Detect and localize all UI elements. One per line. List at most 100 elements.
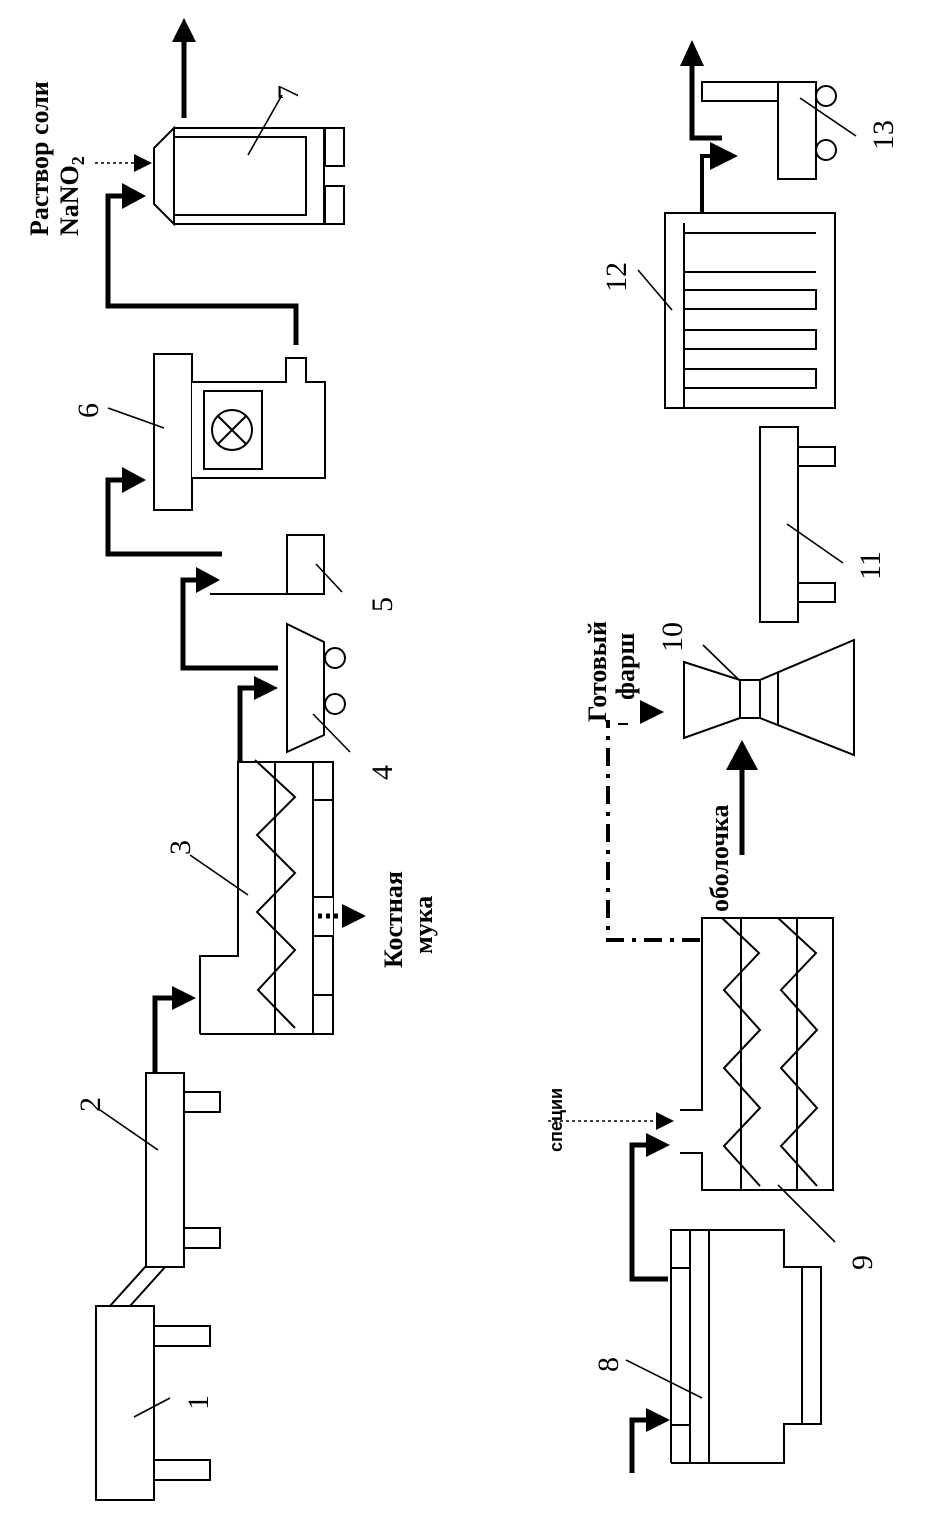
equipment-10-neck (739, 679, 761, 719)
wheel (815, 139, 837, 161)
equipment-label-4: 4 (366, 765, 399, 780)
flow-arrow-12-13 (700, 154, 712, 213)
arrow-head (656, 1112, 674, 1130)
equipment-7-inner (173, 136, 307, 216)
arrow-head (640, 700, 664, 724)
equipment-7: 7 (153, 85, 345, 227)
equipment-12-shelf (683, 329, 817, 350)
leader-line (189, 854, 249, 896)
input-flow-8 (629, 1417, 648, 1473)
arrow-head (122, 467, 146, 493)
flow-arrow-3-4 (237, 685, 258, 762)
equipment-13-body (777, 81, 817, 180)
flow-arrow-2-3 (152, 995, 176, 1073)
chute-line (109, 1265, 147, 1307)
equipment-8-body (670, 1229, 822, 1464)
leader-line (99, 1109, 159, 1151)
equipment-label-12: 12 (600, 262, 633, 292)
equipment-12: 12 (600, 212, 836, 409)
salt-formula-subscript: 2 (68, 156, 88, 165)
flow-arrow-5-6 (105, 477, 222, 557)
wheel (815, 85, 837, 107)
salt-solution-label-line2: NaNO2 (55, 156, 88, 236)
equipment-8: 8 (592, 1229, 822, 1464)
arrow-head (680, 40, 704, 66)
casing-label: оболочка (705, 805, 734, 912)
equipment-13-arm (701, 81, 778, 102)
equipment-label-3: 3 (164, 840, 197, 855)
equipment-9-body (680, 917, 834, 1191)
arrow-head (172, 986, 196, 1010)
equipment-label-9: 9 (846, 1255, 879, 1270)
equipment-3-leg (312, 994, 334, 1035)
equipment-5-body (286, 534, 325, 595)
ready-mince-label-line2: фарш (611, 633, 640, 700)
arrow-head (134, 154, 152, 172)
arrow-head (726, 740, 758, 770)
leader-line (777, 1184, 836, 1243)
output-flow-13 (689, 62, 722, 141)
leader-line (315, 563, 343, 593)
leader-line (702, 644, 739, 680)
equipment-9: 9 (680, 917, 879, 1270)
equipment-label-2: 2 (74, 1097, 107, 1112)
ready-mince-flow (606, 720, 700, 942)
equipment-1-body (95, 1305, 155, 1501)
equipment-10-cone (759, 638, 855, 757)
equipment-12-shelf (683, 289, 817, 310)
arrow-head (254, 676, 278, 700)
leader-line (625, 1359, 703, 1399)
equipment-13: 13 (701, 81, 900, 180)
ready-mince-label: Готовый фарш (583, 621, 640, 722)
equipment-6: 6 (72, 353, 326, 511)
screw-spiral (777, 917, 819, 1187)
equipment-2-leg (183, 1227, 221, 1249)
spices-label: специи (546, 1088, 566, 1152)
chute-line (129, 1265, 167, 1307)
equipment-label-10: 10 (656, 622, 689, 652)
equipment-label-6: 6 (72, 403, 105, 418)
wheel (324, 647, 346, 669)
leader-line (799, 97, 857, 137)
equipment-5: 5 (210, 534, 399, 612)
salt-solution-label: Раствор соли NaNO2 (25, 81, 88, 236)
ready-mince-label-line1: Готовый (583, 621, 612, 722)
equipment-4: 4 (286, 622, 399, 780)
equipment-3: 3 (164, 759, 366, 1035)
equipment-4-body (286, 622, 325, 754)
flow-arrow-8-9 (629, 1142, 668, 1282)
equipment-1: 1 (95, 1305, 215, 1501)
equipment-2-body (145, 1072, 185, 1268)
equipment-2: 2 (74, 1072, 221, 1268)
equipment-1-leg (153, 1459, 211, 1481)
equipment-11-leg (797, 582, 836, 603)
bone-meal-label-line1: Костная (379, 871, 408, 968)
equipment-2-leg (183, 1091, 221, 1113)
bone-meal-label: Костная мука (379, 871, 438, 968)
arrow-head (196, 567, 220, 593)
arrow-head (172, 18, 196, 42)
leader-line (247, 94, 283, 156)
screw-spiral (254, 759, 297, 1029)
arrow-head (646, 1408, 670, 1432)
wheel (324, 693, 346, 715)
arrow-head (646, 1133, 670, 1157)
equipment-6-body (153, 353, 193, 511)
screw-spiral (721, 917, 762, 1187)
arrow-head (122, 183, 146, 209)
arrow-head (710, 142, 738, 170)
equipment-3-leg (312, 761, 334, 801)
equipment-11-leg (797, 446, 836, 467)
outlet-gap (314, 897, 333, 935)
salt-solution-label-line1: Раствор соли (25, 81, 54, 236)
equipment-label-5: 5 (366, 597, 399, 612)
equipment-label-8: 8 (592, 1357, 625, 1372)
equipment-10: 10 (656, 622, 855, 757)
equipment-12-shelf (683, 368, 817, 389)
leader-line (133, 1397, 171, 1418)
bone-meal-label-line2: мука (409, 896, 438, 954)
motor-cross (217, 415, 247, 445)
equipment-7-leg (324, 127, 345, 167)
equipment-label-1: 1 (182, 1395, 215, 1410)
